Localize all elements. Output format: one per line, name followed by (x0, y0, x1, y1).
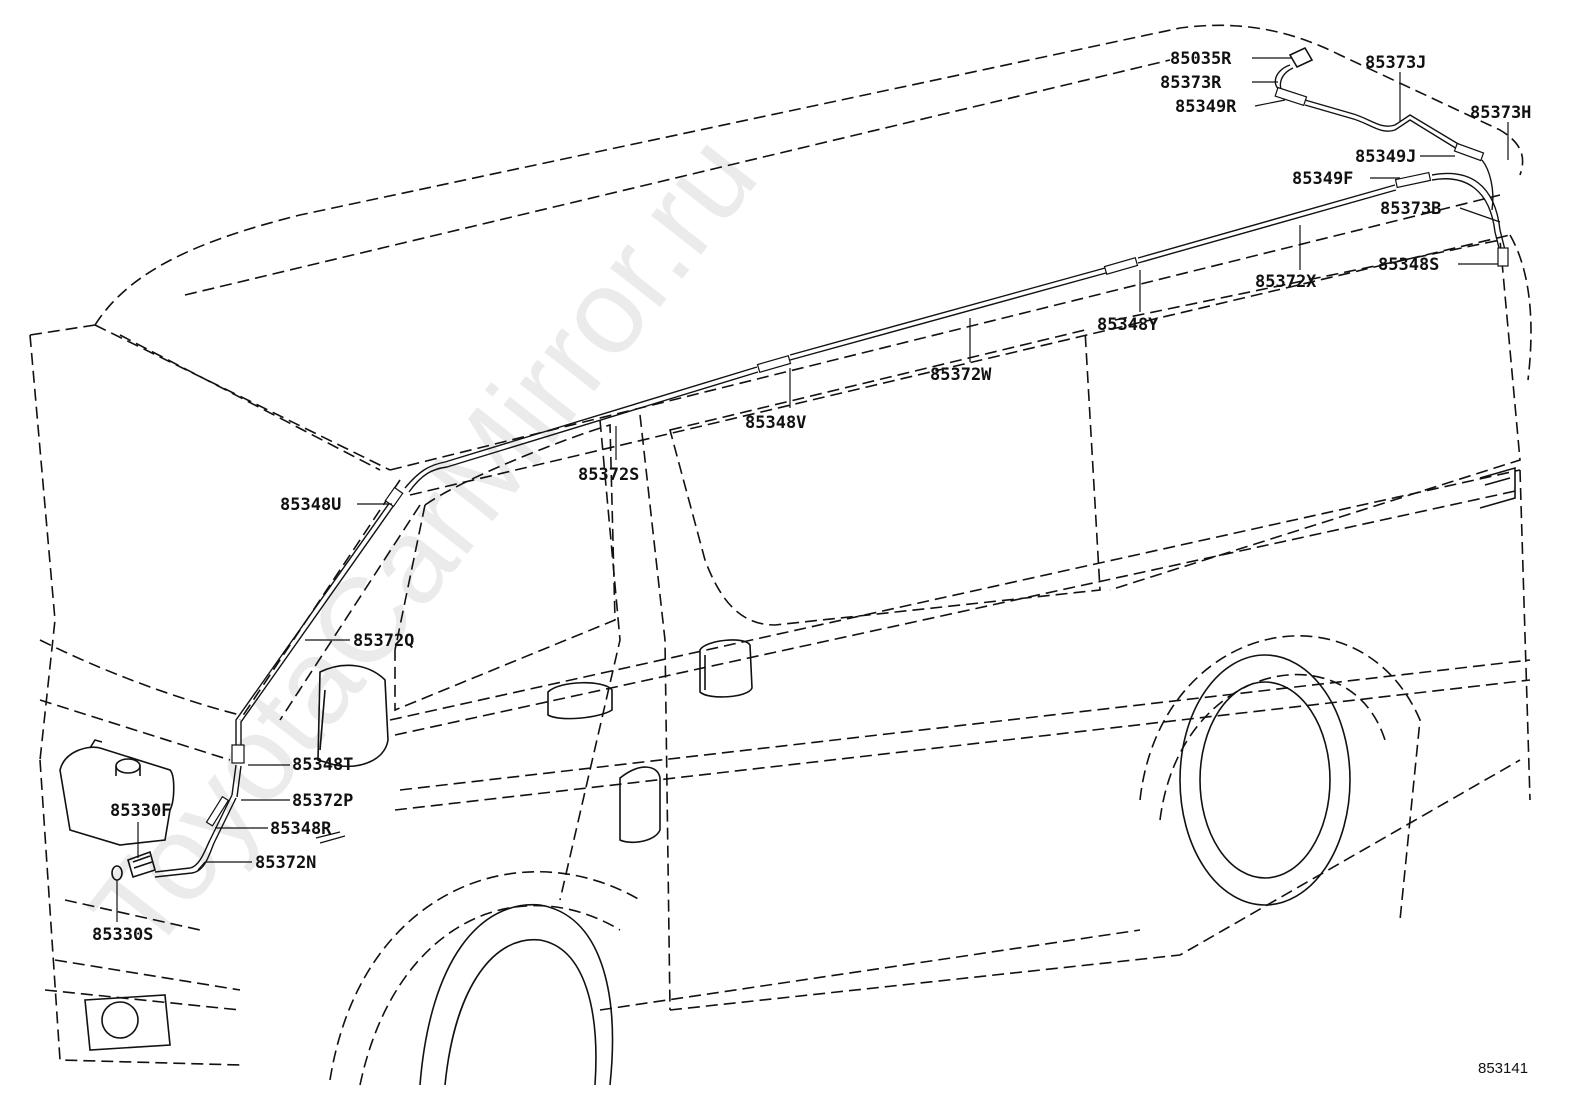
part-label-85330s[interactable]: 85330S (92, 925, 153, 945)
part-label-85372n[interactable]: 85372N (255, 853, 316, 873)
hose-joints (205, 46, 1509, 827)
washer-hose-route (154, 64, 1506, 878)
joint-85349r (1274, 86, 1308, 107)
joint-85348t (231, 744, 245, 764)
front-wheel (419, 903, 614, 1086)
joint-85348s (1497, 247, 1509, 267)
part-label-85349f[interactable]: 85349F (1292, 169, 1353, 189)
joint-85348y (1103, 257, 1139, 275)
joint-85349f (1394, 171, 1432, 189)
part-label-85348r[interactable]: 85348R (270, 819, 332, 839)
part-label-85348y[interactable]: 85348Y (1097, 315, 1159, 335)
door-handles (547, 639, 753, 844)
part-label-85372w[interactable]: 85372W (930, 365, 992, 385)
part-label-85349r[interactable]: 85349R (1175, 97, 1237, 117)
joint-85348r (205, 795, 230, 827)
washer-pump (127, 850, 156, 879)
part-label-85373r[interactable]: 85373R (1160, 73, 1222, 93)
joint-85349j (1453, 142, 1485, 162)
part-label-85373b[interactable]: 85373B (1380, 199, 1441, 219)
side-molding (1479, 466, 1516, 509)
part-label-85348t[interactable]: 85348T (292, 755, 353, 775)
part-label-85348v[interactable]: 85348V (745, 413, 806, 433)
part-label-85373j[interactable]: 85373J (1365, 53, 1426, 73)
joint-85348v (756, 355, 792, 373)
washer-tank (59, 739, 175, 846)
part-label-85330f[interactable]: 85330F (110, 801, 171, 821)
part-label-85372p[interactable]: 85372P (292, 791, 353, 811)
part-label-85348u[interactable]: 85348U (280, 495, 341, 515)
part-label-85373h[interactable]: 85373H (1470, 103, 1531, 123)
side-mirror (317, 664, 389, 767)
part-label-85348s[interactable]: 85348S (1378, 255, 1439, 275)
part-labels: 85035R 85373R 85349R 85373J 85373H 85349… (92, 49, 1531, 945)
van-body-outline (29, 24, 1532, 1086)
part-label-85372x[interactable]: 85372X (1255, 272, 1317, 292)
front-lamps (84, 994, 171, 1051)
figure-number: 853141 (1478, 1060, 1528, 1077)
part-label-85035r[interactable]: 85035R (1170, 49, 1232, 69)
leader-lines (116, 57, 1509, 922)
rear-wheel (1179, 654, 1351, 906)
nozzle-85035r (1288, 46, 1314, 69)
part-label-85372q[interactable]: 85372Q (353, 631, 414, 651)
part-label-85349j[interactable]: 85349J (1355, 147, 1416, 167)
part-label-85372s[interactable]: 85372S (578, 465, 639, 485)
watermark-text: ToyotaCarMirror.ru (65, 111, 782, 976)
